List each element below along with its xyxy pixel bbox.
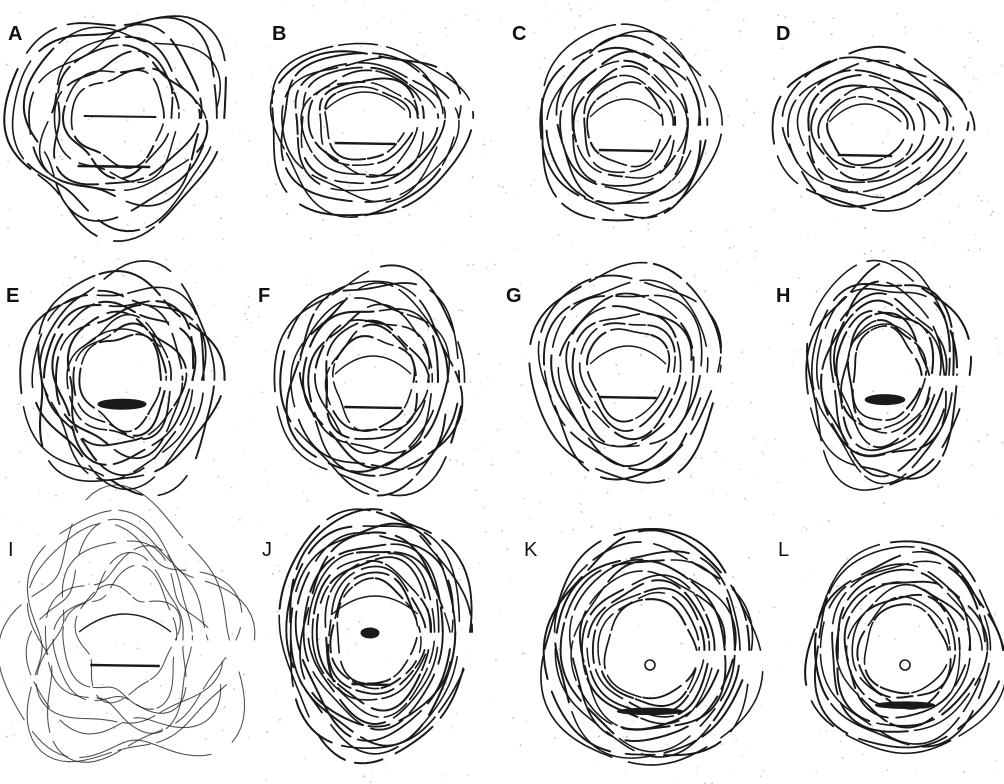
panel-k: K: [524, 529, 763, 765]
panel-label: L: [778, 539, 789, 561]
ridge-lines: [773, 47, 975, 211]
core-feature: [325, 92, 405, 144]
core-feature: [829, 104, 901, 156]
panel-l: L: [778, 539, 1004, 753]
panel-g: G: [506, 263, 721, 483]
panel-label: H: [776, 285, 790, 307]
core-feature: [83, 329, 161, 409]
ridge-lines: [529, 263, 721, 483]
ridge-lines: [4, 16, 226, 241]
panel-label: E: [6, 285, 19, 307]
panel-label: C: [512, 23, 526, 45]
panel-e: E: [6, 261, 225, 495]
panel-label: I: [8, 539, 14, 561]
panel-label: G: [506, 285, 522, 307]
panel-label: F: [258, 285, 270, 307]
core-feature: [335, 356, 411, 408]
core-feature: [590, 99, 662, 151]
panel-d: D: [773, 23, 975, 211]
panel-i: I: [0, 485, 255, 762]
panel-j: J: [262, 509, 472, 763]
ridge-lines: [0, 485, 255, 762]
panel-label: B: [272, 23, 286, 45]
ridge-lines: [805, 541, 1004, 753]
ridge-lines: [274, 265, 464, 495]
ridge-lines: [806, 261, 971, 491]
panel-c: C: [512, 23, 722, 220]
ridge-lines: [20, 261, 224, 495]
ridge-lines: [271, 44, 474, 218]
panel-label: A: [8, 23, 22, 45]
panel-label: D: [776, 23, 790, 45]
panel-f: F: [258, 265, 465, 495]
core-feature: [590, 346, 666, 398]
panel-b: B: [271, 23, 474, 217]
ridge-lines: [540, 24, 722, 220]
ridge-lines: [541, 529, 763, 765]
panel-a: A: [4, 16, 226, 241]
core-feature: [875, 660, 934, 708]
panel-label: K: [524, 539, 538, 561]
core-feature: [79, 614, 171, 666]
panel-label: J: [262, 539, 272, 561]
panel-h: H: [776, 261, 971, 491]
